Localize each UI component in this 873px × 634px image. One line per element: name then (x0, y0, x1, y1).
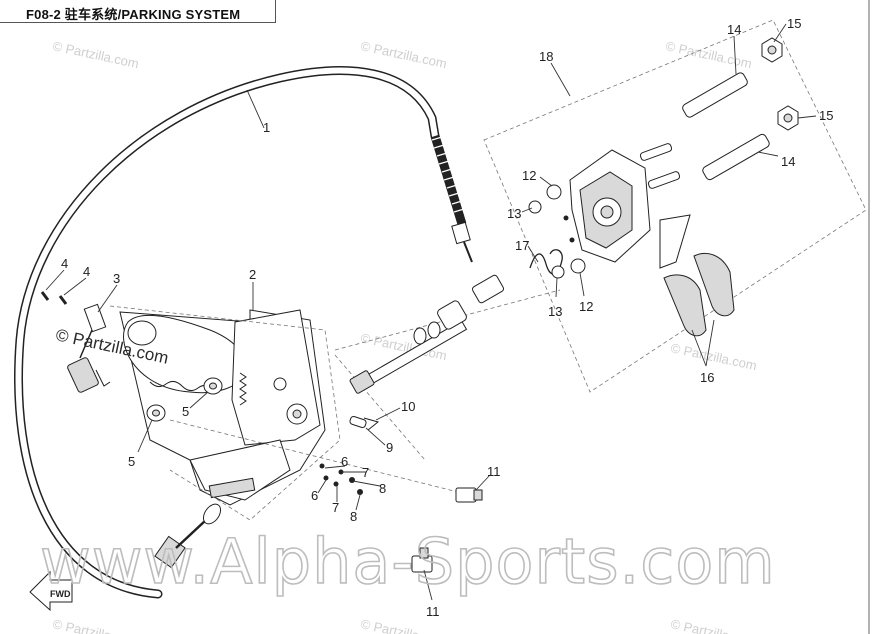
watermark-text: © Partzilla.com (664, 38, 753, 71)
small-fasteners (319, 463, 363, 495)
caliper-assembly (349, 37, 799, 394)
part-label-18: 18 (539, 49, 553, 64)
part-label-15b: 15 (819, 108, 833, 123)
watermark-text: © Partzilla.com (51, 38, 140, 71)
flange-bolts (411, 487, 483, 573)
part-label-5b: 5 (128, 454, 135, 469)
part-label-14a: 14 (727, 22, 741, 37)
diagram-title: F08-2 驻车系统/PARKING SYSTEM (26, 7, 241, 22)
lever-switch (40, 291, 111, 393)
part-label-7b: 7 (332, 500, 339, 515)
title-box: F08-2 驻车系统/PARKING SYSTEM (0, 0, 276, 23)
part-label-3: 3 (113, 271, 120, 286)
watermark-text: © Partzilla.com (359, 38, 448, 71)
part-label-6b: 6 (311, 488, 318, 503)
part-label-4a: 4 (61, 256, 68, 271)
caliper-outline (483, 19, 867, 393)
part-label-14b: 14 (781, 154, 795, 169)
part-label-6a: 6 (341, 454, 348, 469)
part-label-1: 1 (263, 120, 270, 135)
part-label-7a: 7 (362, 465, 369, 480)
watermark-text: © Partzilla.com (669, 616, 758, 634)
part-label-5a: 5 (182, 404, 189, 419)
axis-line (334, 289, 561, 351)
axis-line (334, 354, 426, 461)
leader-lines (45, 23, 817, 601)
part-label-4b: 4 (83, 264, 90, 279)
part-label-11b: 11 (426, 604, 440, 619)
part-label-11a: 11 (487, 464, 501, 479)
part-label-16: 16 (700, 370, 714, 385)
part-label-12a: 12 (522, 168, 536, 183)
watermark-big: www.Alpha-Sports.com (40, 525, 776, 598)
part-label-17: 17 (515, 238, 529, 253)
part-label-13a: 13 (507, 206, 521, 221)
pin-clip (349, 416, 380, 431)
axis-line (169, 419, 471, 496)
watermark-grid: © Partzilla.com © Partzilla.com © Partzi… (51, 38, 758, 634)
part-label-13b: 13 (548, 304, 562, 319)
fwd-arrow: FWD (29, 570, 73, 612)
part-label-8a: 8 (379, 481, 386, 496)
part-label-2: 2 (249, 267, 256, 282)
part-label-15a: 15 (787, 16, 801, 31)
part-label-8b: 8 (350, 509, 357, 524)
brake-cable (14, 66, 473, 599)
part-label-10: 10 (401, 399, 415, 414)
washers (146, 377, 223, 422)
watermark-text: © Partzilla.com (51, 616, 140, 634)
watermark-text: © Partzilla.com (669, 340, 758, 373)
parking-lever (109, 305, 341, 521)
part-labels: 1 2 3 4 4 5 5 6 6 7 7 8 8 9 10 11 11 12 … (61, 16, 833, 619)
fwd-label: FWD (50, 589, 71, 599)
part-label-12b: 12 (579, 299, 593, 314)
part-label-9: 9 (386, 440, 393, 455)
